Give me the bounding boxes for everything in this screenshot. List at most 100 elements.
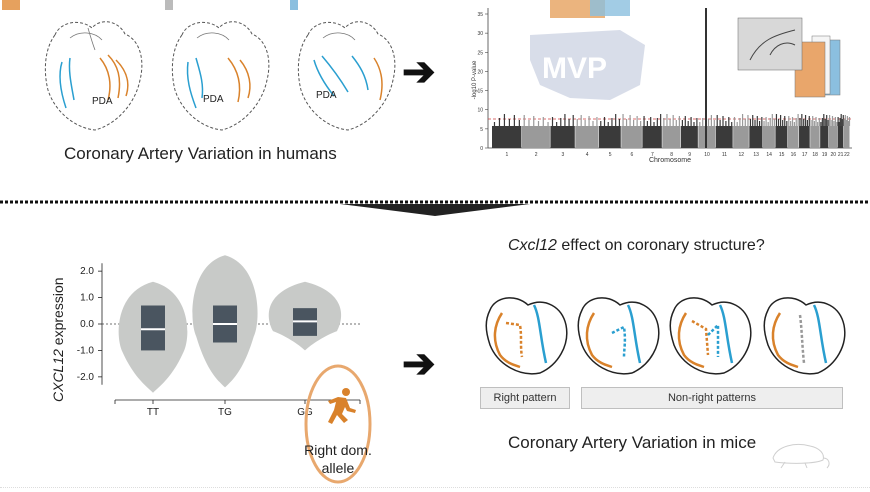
manhattan-chrom-label: 8 (670, 152, 673, 158)
manhattan-chrom-label: 19 (822, 152, 828, 158)
heart-1-pda-label: PDA (92, 96, 113, 107)
manhattan-chrom-label: 11 (722, 152, 727, 158)
manhattan-chrom-band (810, 126, 820, 148)
section-divider (0, 200, 870, 216)
manhattan-y-tick: 25 (477, 50, 483, 56)
manhattan-chrom-band (598, 126, 621, 148)
us-map-shape (530, 30, 645, 100)
manhattan-chrom-band (662, 126, 681, 148)
manhattan-chrom-label: 10 (704, 152, 710, 158)
manhattan-chrom-band (642, 126, 662, 148)
manhattan-chrom-label: 3 (561, 152, 564, 158)
manhattan-chrom-label: 5 (609, 152, 612, 158)
non-right-patterns-label: Non-right patterns (581, 387, 843, 409)
manhattan-chrom-label: 18 (812, 152, 818, 158)
manhattan-chrom-label: 15 (779, 152, 785, 158)
manhattan-chrom-label: 4 (586, 152, 589, 158)
right-arrow-bottom-icon: ➔ (402, 342, 436, 386)
manhattan-chrom-band (715, 126, 733, 148)
top-fragment-gray (165, 0, 173, 10)
box-tt (141, 305, 165, 351)
manhattan-chrom-label: 12 (738, 152, 744, 158)
manhattan-chrom-band (521, 126, 550, 148)
violin-y-tick: -2.0 (77, 372, 95, 383)
violin-y-tick: -1.0 (77, 345, 95, 356)
mouse-heart-2 (577, 297, 660, 375)
manhattan-chrom-label: 20 (830, 152, 836, 158)
manhattan-chrom-label: 13 (753, 152, 759, 158)
manhattan-chrom-band (621, 126, 642, 148)
manhattan-chrom-band (775, 126, 788, 148)
manhattan-chrom-band (843, 126, 850, 148)
down-triangle-icon (340, 204, 530, 216)
manhattan-y-tick: 15 (477, 89, 483, 95)
manhattan-y-tick: 10 (477, 108, 483, 114)
manhattan-y-tick: 30 (477, 31, 483, 37)
heart-2-pda-label: PDA (203, 94, 224, 105)
gene-name: CXCL12 (50, 349, 66, 402)
manhattan-chrom-label: 22 (844, 152, 850, 158)
manhattan-chrom-band (762, 126, 775, 148)
allele-line-2: allele (321, 460, 355, 476)
manhattan-chrom-band (787, 126, 799, 148)
human-heart-2 (171, 21, 270, 131)
human-heart-3 (297, 21, 396, 131)
genotype-label-tt: TT (147, 407, 159, 418)
violin-y-tick: 1.0 (80, 293, 94, 304)
manhattan-y-tick: 5 (480, 127, 483, 133)
manhattan-chrom-label: 2 (535, 152, 538, 158)
manhattan-chrom-band (680, 126, 698, 148)
bottom-border (0, 487, 870, 488)
cxcl12-italic: Cxcl12 (508, 237, 557, 254)
manhattan-chrom-label: 16 (791, 152, 797, 158)
y-label-rest: expression (50, 277, 66, 350)
mvp-overlay-text: MVP (542, 52, 607, 85)
manhattan-chrom-label: 17 (802, 152, 808, 158)
mouse-sketch-icon (772, 444, 830, 469)
manhattan-y-tick: 35 (477, 12, 483, 18)
manhattan-chrom-label: 7 (651, 152, 654, 158)
mouse-hearts-panel (485, 297, 846, 375)
top-figure-fragment-blue (590, 0, 630, 16)
human-heart-1 (44, 21, 143, 131)
mice-variation-caption: Coronary Artery Variation in mice (508, 433, 757, 452)
allele-label: Right dom. allele (268, 441, 408, 477)
allele-line-1: Right dom. (304, 442, 372, 458)
manhattan-chrom-label: 9 (688, 152, 691, 158)
right-arrow-top-icon: ➔ (402, 50, 436, 94)
manhattan-chrom-band (837, 126, 844, 148)
top-fragment-blue (290, 0, 298, 10)
manhattan-x-label: Chromosome (649, 157, 691, 164)
violin-y-tick: 2.0 (80, 266, 94, 277)
manhattan-y-tick: 20 (477, 69, 483, 75)
violin-y-axis-label: CXCL12 expression (50, 277, 66, 402)
mouse-heart-1 (485, 297, 568, 375)
human-variation-caption: Coronary Artery Variation in humans (64, 144, 337, 163)
right-pattern-label: Right pattern (480, 387, 570, 409)
manhattan-chrom-label: 14 (766, 152, 772, 158)
top-fragment-orange (2, 0, 20, 10)
manhattan-chrom-label: 1 (506, 152, 509, 158)
manhattan-chrom-label: 21 (838, 152, 844, 158)
runner-icon (328, 388, 356, 424)
genotype-label-tg: TG (218, 407, 232, 418)
manhattan-y-tick: 0 (480, 146, 483, 152)
human-hearts-panel (2, 0, 396, 131)
manhattan-chrom-band (820, 126, 829, 148)
manhattan-chrom-band (575, 126, 599, 148)
manhattan-chrom-band (828, 126, 838, 148)
heart-3-pda-label: PDA (316, 90, 337, 101)
manhattan-chrom-band (799, 126, 810, 148)
manhattan-chrom-band (550, 126, 575, 148)
violin-y-tick: 0.0 (80, 319, 94, 330)
title-rest: effect on coronary structure? (556, 237, 765, 254)
manhattan-chrom-label: 6 (630, 152, 633, 158)
right-dom-allele-highlight (304, 364, 372, 484)
manhattan-chrom-band (733, 126, 749, 148)
manhattan-chrom-band (492, 126, 522, 148)
manhattan-chrom-band (749, 126, 763, 148)
manhattan-y-label: -log10 P-value (472, 60, 478, 99)
mouse-heart-4 (763, 297, 846, 375)
